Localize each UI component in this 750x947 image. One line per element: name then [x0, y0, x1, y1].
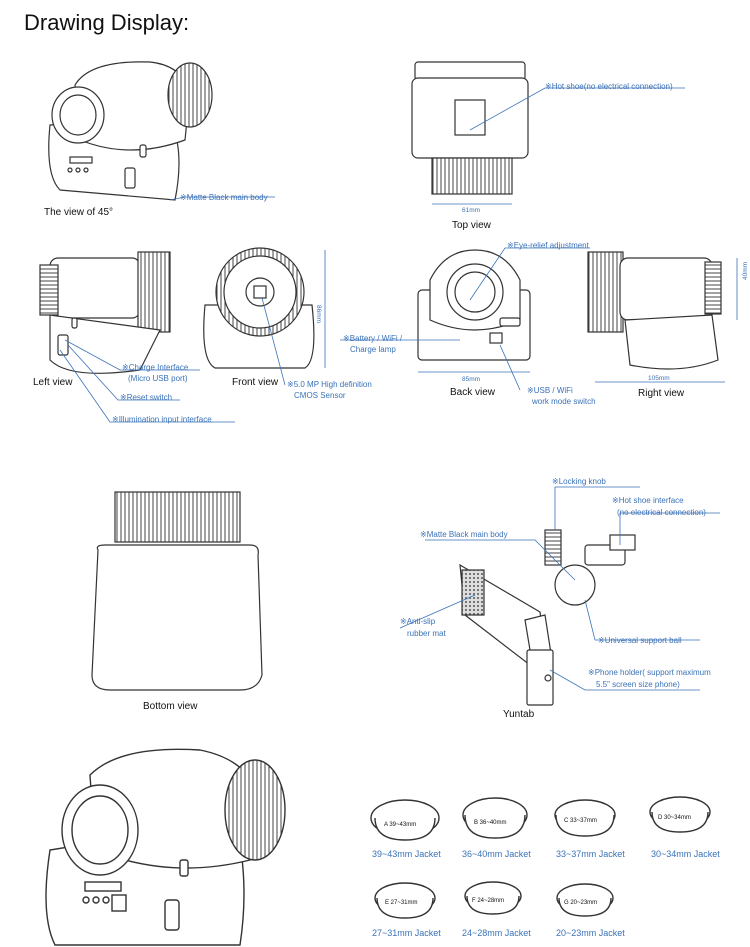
bottom-view-label: Bottom view	[143, 701, 198, 712]
callout-reset: ※Reset switch	[120, 393, 173, 402]
jacket-ring-g-text: G 20~23mm	[564, 900, 598, 906]
jacket-ring-b	[462, 797, 528, 839]
jacket-ring-a-text: A 39~43mm	[384, 822, 417, 828]
callout-sensor-line1: ※5.0 MP High definition	[287, 380, 372, 389]
callout-hotshoe-interface-line2: (no electrical connection)	[617, 508, 706, 517]
bottom-view-drawing	[91, 491, 263, 691]
view-45-large-drawing	[45, 748, 286, 946]
callout-battery-line1: ※Battery / WiFi /	[343, 334, 403, 343]
callout-charge-line2: (Micro USB port)	[128, 374, 188, 383]
jacket-label-b: 36~40mm Jacket	[462, 849, 531, 859]
callout-phone-holder-line1: ※Phone holder( support maximum	[588, 668, 711, 677]
callout-locking-knob: ※Locking knob	[552, 477, 606, 486]
dim-front-height: 86mm	[315, 305, 322, 324]
jacket-label-f: 24~28mm Jacket	[462, 928, 531, 938]
dim-right-height: 40mm	[742, 261, 749, 280]
left-view-label: Left view	[33, 377, 73, 388]
jacket-ring-f-text: F 24~28mm	[472, 898, 505, 904]
yuntab-label: Yuntab	[503, 709, 535, 720]
right-view-label: Right view	[638, 388, 685, 399]
jacket-ring-b-text: B 36~40mm	[474, 820, 507, 826]
left-view-drawing	[39, 251, 171, 374]
dim-top-width: 61mm	[462, 207, 481, 214]
callout-matte-body: ※Matte Black main body	[180, 193, 268, 202]
jacket-ring-e-text: E 27~31mm	[385, 900, 418, 906]
callout-hot-shoe: ※Hot shoe(no electrical connection)	[545, 82, 673, 91]
callout-phone-holder-line2: 5.5" screen size phone)	[596, 680, 680, 689]
view-45-label: The view of 45°	[44, 207, 114, 218]
yuntab-drawing	[459, 529, 636, 706]
callout-usb-line1: ※USB / WiFi	[527, 386, 573, 395]
jacket-label-c: 33~37mm Jacket	[556, 849, 625, 859]
jacket-ring-d-text: D 30~34mm	[658, 815, 691, 821]
front-view-label: Front view	[232, 377, 279, 388]
callout-eye-relief: ※Eye-relief adjustment	[507, 241, 589, 250]
page-title: Drawing Display:	[24, 10, 190, 35]
jacket-label-g: 20~23mm Jacket	[556, 928, 625, 938]
view-45-drawing	[48, 61, 213, 201]
back-view-drawing	[417, 249, 531, 373]
callout-support-ball: ※Universal support ball	[598, 636, 682, 645]
top-view-label: Top view	[452, 220, 491, 231]
callout-antislip-line1: ※Anti-slip	[400, 617, 436, 626]
callout-battery-line2: Charge lamp	[350, 345, 396, 354]
callout-hotshoe-interface-line1: ※Hot shoe interface	[612, 496, 684, 505]
back-view-label: Back view	[450, 387, 496, 398]
callout-yuntab-matte-body: ※Matte Black main body	[420, 530, 508, 539]
right-view-drawing	[587, 251, 738, 383]
callout-illumination: ※Illumination input interface	[112, 415, 212, 424]
callout-antislip-line2: rubber mat	[407, 629, 446, 638]
top-view-drawing	[411, 61, 529, 205]
front-view-drawing	[203, 247, 326, 369]
jacket-label-e: 27~31mm Jacket	[372, 928, 441, 938]
dim-back-width: 85mm	[462, 376, 481, 383]
callout-charge-line1: ※Charge Interface	[122, 363, 189, 372]
callout-sensor-line2: CMOS Sensor	[294, 391, 346, 400]
leader-lines	[59, 87, 720, 691]
jacket-label-d: 30~34mm Jacket	[651, 849, 720, 859]
jacket-label-a: 39~43mm Jacket	[372, 849, 441, 859]
callout-usb-line2: work mode switch	[532, 397, 596, 406]
jacket-ring-a	[370, 799, 440, 841]
jacket-ring-c-text: C 33~37mm	[564, 818, 597, 824]
dim-right-width: 105mm	[648, 375, 670, 382]
